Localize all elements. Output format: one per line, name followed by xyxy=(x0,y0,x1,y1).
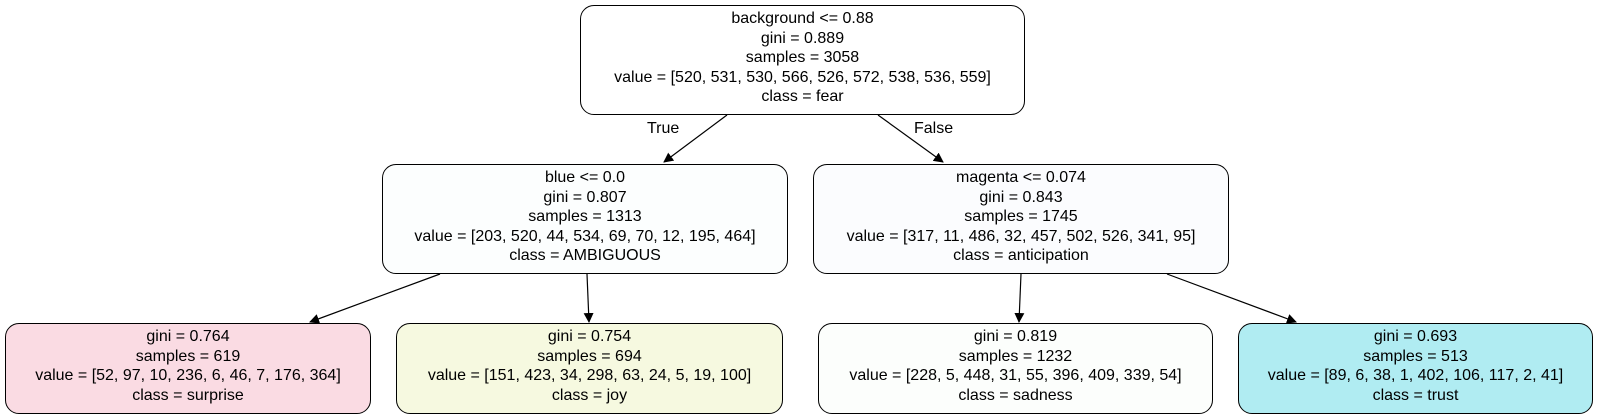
node-value: value = [317, 11, 486, 32, 457, 502, 526… xyxy=(846,227,1196,245)
node-class: class = fear xyxy=(761,88,844,106)
tree-leaf-joy: gini = 0.754 samples = 694 value = [151,… xyxy=(396,323,783,414)
node-samples: samples = 3058 xyxy=(745,49,860,67)
tree-leaf-surprise: gini = 0.764 samples = 619 value = [52, … xyxy=(5,323,371,414)
edge-left-leaf2 xyxy=(583,273,594,323)
tree-node-right: magenta <= 0.074 gini = 0.843 samples = … xyxy=(813,164,1229,274)
edge-root-left xyxy=(663,114,728,163)
node-gini: gini = 0.889 xyxy=(760,29,845,47)
node-split: background <= 0.88 xyxy=(731,10,874,27)
node-class: class = AMBIGUOUS xyxy=(509,247,661,265)
node-gini: gini = 0.843 xyxy=(979,188,1063,206)
node-gini: gini = 0.764 xyxy=(146,328,230,345)
node-value: value = [89, 6, 38, 1, 402, 106, 117, 2,… xyxy=(1267,367,1564,385)
node-value: value = [228, 5, 448, 31, 55, 396, 409, … xyxy=(849,367,1182,385)
tree-node-root: background <= 0.88 gini = 0.889 samples … xyxy=(580,5,1025,115)
node-split: magenta <= 0.074 xyxy=(956,169,1086,186)
edge-root-right xyxy=(877,114,944,163)
node-class: class = sadness xyxy=(958,386,1073,404)
tree-node-left: blue <= 0.0 gini = 0.807 samples = 1313 … xyxy=(382,164,788,274)
edge-right-leaf3 xyxy=(1014,273,1025,323)
edge-label-false: False xyxy=(914,120,954,137)
node-class: class = surprise xyxy=(132,386,244,404)
node-samples: samples = 1232 xyxy=(958,347,1073,365)
node-class: class = trust xyxy=(1372,386,1459,404)
node-class: class = joy xyxy=(551,386,628,404)
node-class: class = anticipation xyxy=(953,247,1089,265)
node-value: value = [151, 423, 34, 298, 63, 24, 5, 1… xyxy=(427,367,752,385)
tree-leaf-sadness: gini = 0.819 samples = 1232 value = [228… xyxy=(818,323,1213,414)
node-samples: samples = 1745 xyxy=(964,208,1078,226)
node-gini: gini = 0.754 xyxy=(547,328,632,345)
node-samples: samples = 619 xyxy=(135,347,241,365)
node-split: blue <= 0.0 xyxy=(544,169,626,186)
edge-right-leaf4 xyxy=(1166,273,1297,324)
edge-label-true: True xyxy=(647,120,680,137)
node-samples: samples = 694 xyxy=(537,347,642,365)
node-samples: samples = 513 xyxy=(1363,347,1468,365)
node-value: value = [203, 520, 44, 534, 69, 70, 12, … xyxy=(414,227,756,245)
node-samples: samples = 1313 xyxy=(528,208,642,226)
node-gini: gini = 0.819 xyxy=(973,328,1058,345)
node-gini: gini = 0.693 xyxy=(1373,328,1458,345)
node-value: value = [52, 97, 10, 236, 6, 46, 7, 176,… xyxy=(35,367,341,385)
tree-leaf-trust: gini = 0.693 samples = 513 value = [89, … xyxy=(1238,323,1593,414)
node-gini: gini = 0.807 xyxy=(543,188,627,206)
edge-left-leaf1 xyxy=(309,273,441,324)
node-value: value = [520, 531, 530, 566, 526, 572, 5… xyxy=(614,68,991,86)
